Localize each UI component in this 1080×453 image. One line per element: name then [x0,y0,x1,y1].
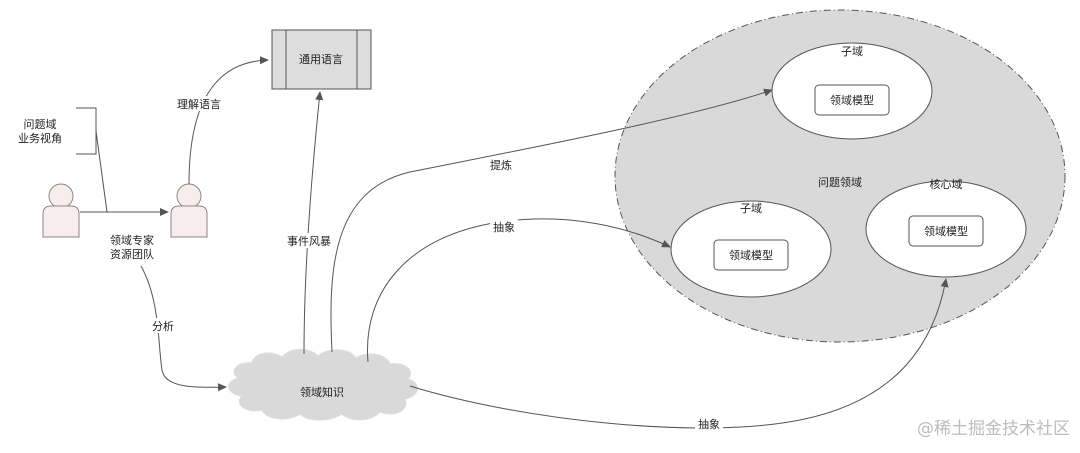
experts-line2: 资源团队 [110,247,154,261]
subdomain-top-model-label: 领域模型 [830,93,874,107]
subdomain-top-label: 子域 [841,45,863,58]
edge-abstract-1-label: 抽象 [493,220,515,234]
edge-abstract-2 [409,278,949,429]
common-language-box[interactable] [271,29,372,90]
edge-understand-language [188,56,269,185]
subdomain-left-model-box[interactable] [713,239,789,271]
edge-abstract-1 [367,218,671,363]
problem-area-label: 问题领域 [818,176,862,189]
core-domain-model-label: 领域模型 [924,224,968,238]
subdomain-top-model-box[interactable] [814,84,890,116]
problem-view-line2: 业务视角 [18,131,62,145]
core-domain-model-box[interactable] [908,215,984,247]
subdomain-left-label: 子域 [740,202,762,215]
edge-refine-label: 提炼 [490,158,512,172]
edge-abstract-2-label: 抽象 [698,417,720,431]
edge-event-storming [303,91,324,355]
edge-understand-language-label: 理解语言 [177,97,221,111]
edge-refine [330,88,773,353]
team-person-icon[interactable] [170,183,208,238]
problem-view-line1: 问题域 [24,118,57,131]
problem-view-bracket [76,107,97,155]
edge-analyze [140,265,227,392]
edge-event-storming-label: 事件风暴 [287,235,331,248]
subdomain-left-model-label: 领域模型 [729,248,773,262]
edge-analyze-label: 分析 [152,319,174,333]
expert-person-icon[interactable] [42,183,80,238]
common-language-label: 通用语言 [299,53,343,66]
domain-knowledge-cloud[interactable] [228,348,418,421]
experts-line1: 领域专家 [110,233,154,247]
domain-knowledge-label: 领域知识 [300,385,344,399]
core-domain-label: 核心域 [930,177,963,191]
watermark: @稀土掘金技术社区 [917,419,1070,439]
